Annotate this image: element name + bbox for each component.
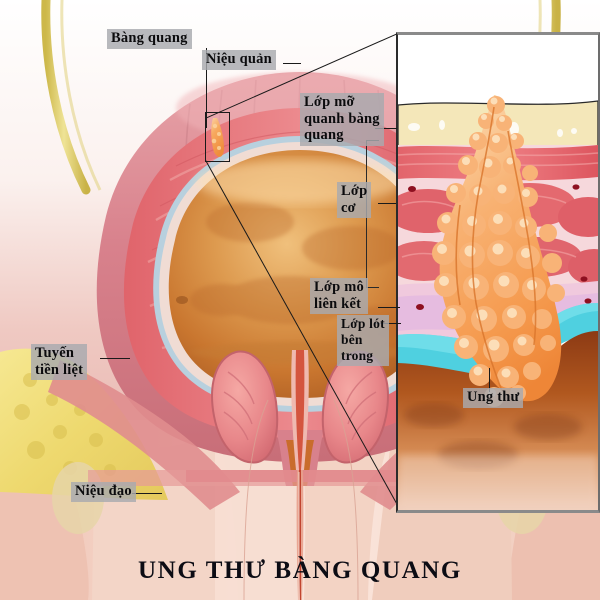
figure-title: UNG THƯ BÀNG QUANG [138,557,462,584]
inset-illustration [398,35,598,510]
leader-cancer [489,368,490,392]
leader-ureter [283,63,301,64]
label-perivesical-fat: Lớp mỡ quanh bàng quang [300,93,384,146]
label-connective-tissue: Lớp mô liên kết [310,278,368,314]
label-cancer: Ung thư [463,388,524,408]
corpora-outline [243,399,359,600]
prostate-gland [211,350,389,470]
magnified-wall-panel [396,32,600,513]
leader-bladder [206,48,207,128]
label-muscle-layer: Lớp cơ [337,182,372,218]
urethra [296,470,304,600]
label-prostate: Tuyến tiền liệt [31,344,88,380]
tumor-mass [432,95,565,407]
leader-connective-tissue [378,307,400,308]
label-inner-lining: Lớp lót bên trong [337,315,389,366]
leader-prostate [100,358,130,359]
leader-muscle [378,203,396,204]
label-bladder: Bàng quang [107,29,192,49]
tumor-callout-box [205,112,230,162]
leader-perivesical-fat [375,128,397,129]
label-urethra: Niệu đạo [71,482,136,502]
wall-tumor-region [211,118,224,157]
label-ureter: Niệu quản [202,50,276,70]
leader-urethra [132,493,162,494]
